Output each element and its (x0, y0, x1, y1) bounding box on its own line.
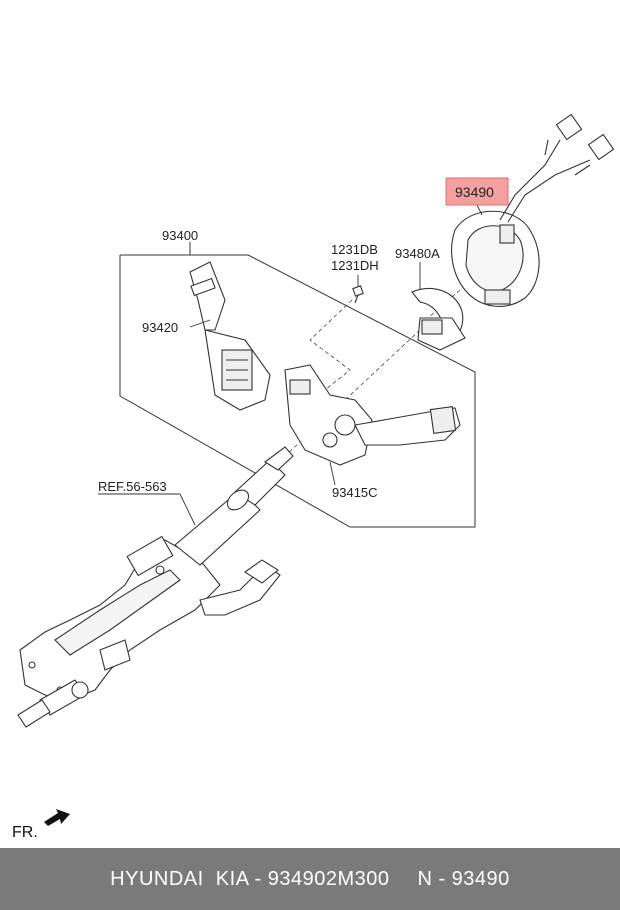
cover-93480a (411, 287, 466, 351)
label-1231dh: 1231DH (331, 258, 379, 273)
switch-93415c (284, 364, 461, 466)
steering-column (17, 446, 294, 728)
switch-93420 (189, 261, 271, 411)
highlight-box-93490 (445, 177, 509, 206)
label-93420: 93420 (142, 320, 178, 335)
parts-diagram: 93400 1231DB 1231DH 93480A 93490 93420 9… (12, 113, 615, 841)
label-1231db: 1231DB (331, 242, 378, 257)
assembly-outline (119, 242, 476, 528)
clock-spring-93490 (451, 113, 615, 307)
label-93400: 93400 (162, 228, 198, 243)
label-93415c: 93415C (332, 485, 378, 500)
leader-lines (98, 204, 483, 526)
label-93490: 93490 (455, 184, 494, 200)
label-fr: FR. (12, 824, 38, 841)
footer-part-number: HYUNDAI KIA - 934902M300 (110, 867, 390, 890)
fr-arrow-icon (44, 809, 70, 826)
footer-bar: HYUNDAI KIA - 934902M300 N - 93490 (0, 848, 620, 910)
bolt-1231db (352, 285, 364, 304)
footer-ref-number: N - 93490 (417, 867, 510, 890)
label-ref: REF.56-563 (98, 479, 167, 494)
label-93480a: 93480A (395, 246, 440, 261)
